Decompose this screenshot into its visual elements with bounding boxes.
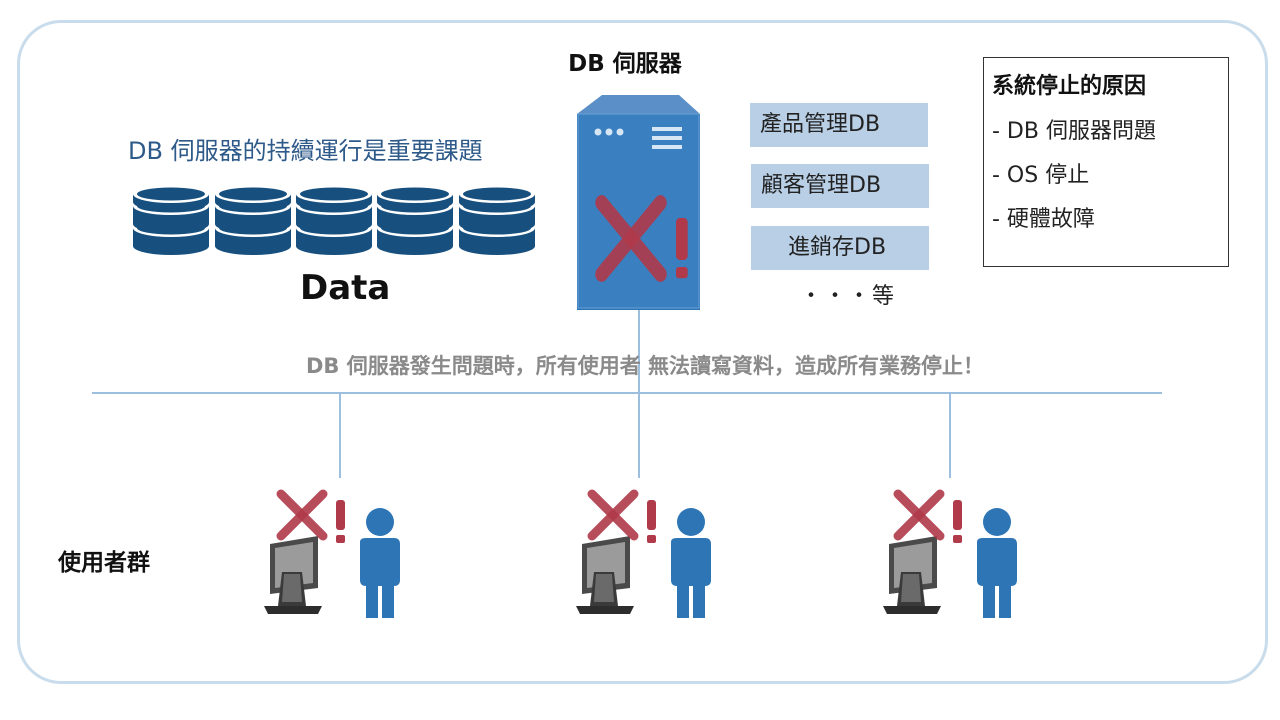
monitor-icon (264, 536, 322, 614)
exclamation-icon (336, 500, 345, 543)
user-workstation-1 (264, 494, 400, 618)
error-x-icon (281, 494, 323, 536)
server-title: DB 伺服器 (568, 51, 682, 77)
connection-lines (92, 310, 1162, 478)
database-cylinder-icon (133, 185, 209, 255)
database-cylinder-icon (377, 185, 453, 255)
subtitle: DB 伺服器的持續運行是重要課題 (128, 137, 483, 165)
user-person-icon (977, 508, 1017, 618)
user-workstation-3 (883, 494, 1017, 618)
reason-item: - DB 伺服器問題 (992, 119, 1156, 144)
db-more-label: ・・・等 (800, 284, 897, 309)
user-person-icon (360, 508, 400, 618)
db-box-product: 產品管理DB (750, 103, 928, 147)
db-box-customer: 顧客管理DB (751, 164, 929, 208)
failure-message: DB 伺服器發生問題時，所有使用者 無法讀寫資料，造成所有業務停止！ (305, 354, 985, 378)
reasons-box: 系統停止的原因 - DB 伺服器問題 - OS 停止 - 硬體故障 (983, 57, 1229, 267)
data-label: Data (300, 268, 391, 308)
user-person-icon (671, 508, 711, 618)
diagram-frame (17, 20, 1268, 684)
db-box-inventory: 進銷存DB (751, 226, 929, 270)
monitor-icon (883, 536, 941, 614)
database-cylinder-icon (459, 185, 535, 255)
error-x-icon (898, 494, 940, 536)
users-label: 使用者群 (58, 550, 150, 576)
database-cylinder-icon (296, 185, 372, 255)
reasons-title: 系統停止的原因 (992, 74, 1147, 99)
reason-item: - OS 停止 (992, 163, 1090, 188)
reason-item: - 硬體故障 (992, 207, 1095, 232)
user-workstation-2 (576, 494, 711, 618)
database-cylinder-icon (215, 185, 291, 255)
error-x-icon (592, 494, 634, 536)
exclamation-icon (647, 500, 656, 543)
exclamation-icon (676, 218, 688, 279)
monitor-icon (576, 536, 634, 614)
exclamation-icon (953, 500, 962, 543)
